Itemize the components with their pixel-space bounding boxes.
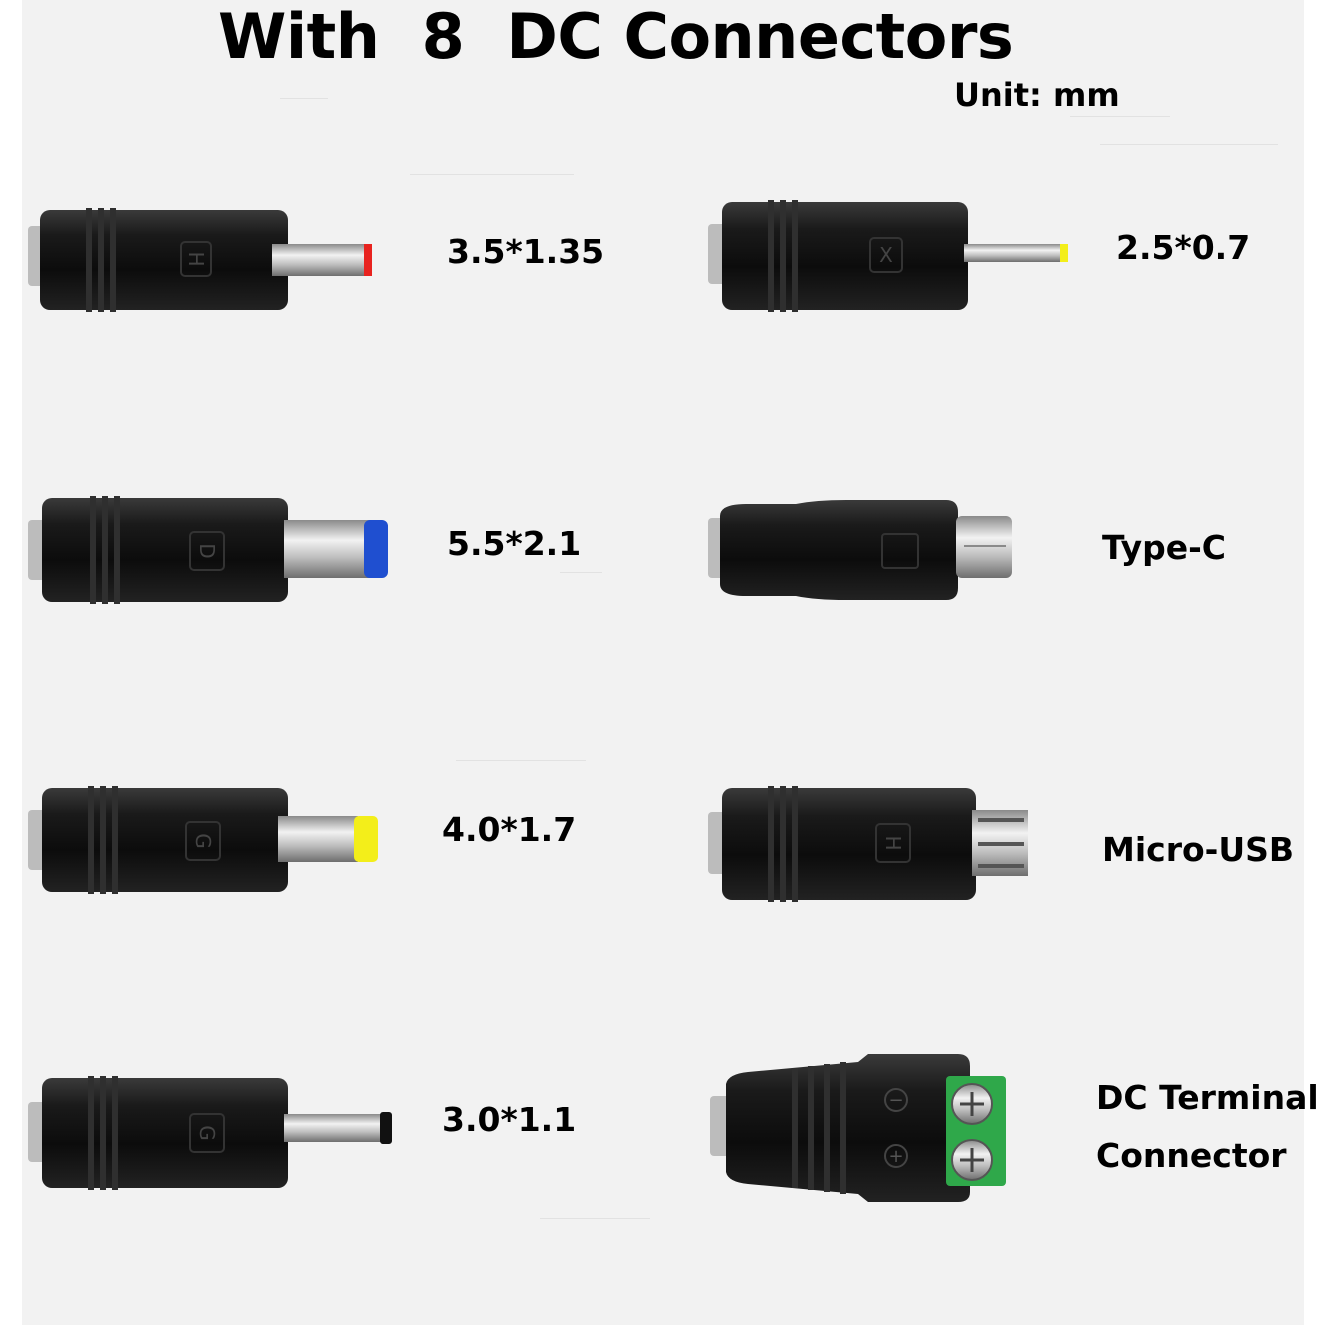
unit-label: Unit: mm [954, 76, 1120, 114]
svg-text:H: H [184, 251, 208, 266]
page-title: With 8 DC Connectors [218, 0, 1014, 73]
divider [456, 760, 586, 761]
svg-text:+: + [888, 1146, 903, 1167]
connector-micro-usb-image: H [708, 786, 1028, 902]
svg-text:G: G [195, 1125, 219, 1141]
connector-label: Micro-USB [1102, 830, 1295, 869]
connector-label: 3.5*1.35 [447, 232, 605, 271]
connector-label-line2: Connector [1096, 1136, 1287, 1175]
svg-text:D: D [195, 543, 219, 558]
divider [280, 98, 328, 99]
svg-text:X: X [879, 243, 893, 267]
divider [1100, 144, 1278, 145]
connector-label: 3.0*1.1 [442, 1100, 577, 1139]
divider [410, 174, 574, 175]
connector-2.5x0.7-image: X [708, 200, 1068, 312]
connector-3.5x1.35-image: H [28, 208, 372, 312]
connector-label: 2.5*0.7 [1116, 228, 1251, 267]
connector-5.5x2.1-image: D [28, 496, 388, 604]
connector-label: 4.0*1.7 [442, 810, 577, 849]
divider [1070, 116, 1170, 117]
connector-type-c-image [708, 500, 1012, 600]
connector-label-line1: DC Terminal [1096, 1078, 1319, 1117]
connector-4.0x1.7-image: G [28, 786, 378, 894]
divider [560, 572, 602, 573]
connector-3.0x1.1-image: G [28, 1076, 392, 1190]
svg-text:H: H [881, 835, 905, 850]
connector-label: 5.5*2.1 [447, 524, 582, 563]
divider [540, 1218, 650, 1219]
svg-text:−: − [888, 1090, 903, 1111]
svg-text:G: G [191, 833, 215, 849]
connector-label: Type-C [1102, 528, 1227, 567]
connector-dc-terminal-image: − + [710, 1054, 1006, 1202]
